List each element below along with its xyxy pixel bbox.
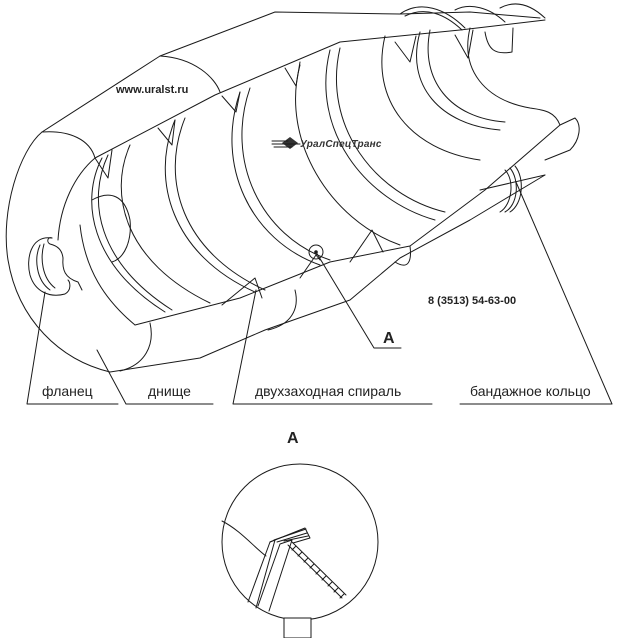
blade-tooth-6 — [454, 29, 474, 59]
blade-tooth-1 — [94, 149, 113, 179]
spiral-arc-8b — [427, 29, 506, 123]
callout-leader — [315, 251, 402, 349]
blade-crest-1 — [399, 6, 466, 29]
detail-blade-left — [247, 539, 276, 609]
label-bottom: днище — [148, 383, 191, 399]
spiral-arc-3b — [174, 117, 266, 291]
detail-view-a — [221, 463, 379, 638]
blade-tooth-bottom-2 — [349, 229, 384, 263]
leader-flange — [26, 291, 119, 405]
ring-arc-2 — [504, 167, 517, 213]
spiral-arc-6b — [335, 47, 446, 213]
detail-circle — [221, 463, 379, 621]
right-end-lip — [544, 117, 580, 161]
end-arc-top — [41, 131, 96, 159]
website-url: www.uralst.ru — [115, 84, 188, 96]
leader-spiral — [232, 289, 433, 405]
segment-arc-lower-2 — [267, 289, 297, 331]
phone-number: 8 (3513) 54-63-00 — [428, 295, 516, 307]
inner-opening-bottom — [79, 224, 136, 326]
detail-plate-bottom — [287, 544, 343, 599]
spiral-blades — [91, 3, 561, 313]
inner-opening-top — [57, 157, 96, 241]
bottom-hatch — [91, 194, 131, 263]
label-spiral: двухзаходная спираль — [255, 383, 401, 399]
label-flange: фланец — [42, 383, 93, 399]
flange-inner-1 — [36, 244, 51, 291]
leader-ring — [459, 181, 613, 405]
shell-cut-edge-upper — [94, 19, 546, 159]
ring-edge — [479, 174, 546, 191]
blade-tooth-3 — [221, 91, 241, 113]
spiral-arc-3a — [164, 119, 256, 293]
flange-outer-contour — [5, 131, 111, 373]
blade-crest-2 — [454, 6, 506, 23]
detail-stub — [283, 617, 312, 638]
detail-plate-hatch — [291, 545, 345, 599]
label-leaders — [26, 181, 613, 405]
spiral-arc-4a — [231, 91, 321, 266]
blade-tooth-5 — [394, 35, 417, 63]
detail-view-title: A — [287, 430, 299, 447]
blade-tooth-4 — [284, 61, 301, 87]
segment-arc-lower-3 — [394, 245, 411, 266]
blade-tooth-7 — [484, 27, 514, 54]
detail-plate-top — [291, 541, 347, 596]
shell-top-edge — [41, 11, 541, 133]
ring-arc-3 — [509, 165, 522, 213]
spiral-arc-6a — [325, 49, 436, 221]
blade-tooth-2 — [157, 119, 176, 146]
drum-inner — [57, 157, 136, 326]
flange — [28, 237, 83, 296]
shell-cut-edge-lower-1 — [134, 124, 561, 326]
leader-bottom — [96, 349, 214, 405]
segment-arc-lower-1 — [119, 322, 152, 372]
spiral-arc-1b — [97, 154, 173, 311]
logo-stripes-icon — [271, 140, 301, 148]
callout-circle — [308, 244, 324, 260]
ring-arc-1 — [499, 169, 512, 213]
spiral-arc-2 — [120, 144, 211, 304]
spiral-arc-4b — [241, 87, 331, 261]
blade-tooth-bottom-1 — [221, 277, 263, 306]
shell-cut-edge-lower-2 — [109, 174, 546, 373]
detail-wall-line — [221, 520, 267, 557]
flange-notch-top — [47, 237, 64, 259]
logo-diamond-icon — [282, 137, 298, 149]
drum-shell — [5, 11, 580, 373]
blade-crest-3 — [499, 3, 546, 19]
detail-blade-right — [257, 539, 293, 612]
segment-arc-1 — [159, 55, 221, 93]
flange-outer — [28, 237, 71, 296]
detail-tip-hatch — [273, 528, 309, 543]
label-ring: бандажное кольцо — [470, 383, 591, 399]
callout-a: A — [308, 244, 402, 349]
logo-text: УралСпецТранс — [300, 139, 382, 150]
bandage-ring — [479, 165, 546, 213]
spiral-arc-9 — [467, 27, 561, 126]
flange-neck — [62, 257, 83, 291]
flange-inner-2 — [41, 243, 56, 289]
spiral-arc-8a — [416, 31, 501, 131]
spiral-arc-5 — [295, 64, 401, 246]
callout-label: A — [383, 330, 395, 347]
logo: УралСпецТранс — [271, 137, 382, 150]
spiral-arc-7 — [381, 35, 481, 161]
spiral-arc-1a — [91, 157, 166, 313]
blade-crest-1b — [404, 11, 463, 31]
